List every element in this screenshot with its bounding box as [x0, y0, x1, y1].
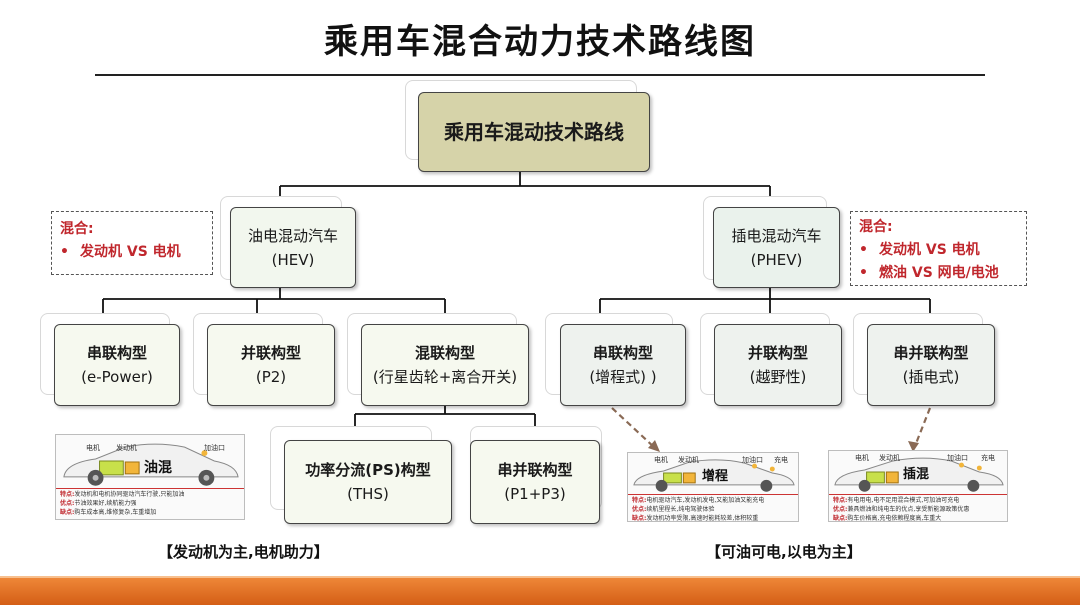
- erev-illustration-card: 电机 发动机 加油口 充电 增程 特点:电机驱动汽车,发动机发电,又能加油又能充…: [627, 452, 799, 522]
- card-label: 充电: [981, 454, 995, 462]
- desc-value: 购车价格高,充电依赖程度高,车重大: [847, 515, 942, 522]
- phev-series-node: 串联构型 (增程式) ): [560, 324, 686, 406]
- phev-parallel-name: 并联构型: [747, 344, 808, 362]
- bullet-icon: •: [859, 265, 868, 282]
- card-label: 加油口: [947, 454, 968, 462]
- page-title: 乘用车混合动力技术路线图: [324, 22, 756, 62]
- hev-abbr: (HEV): [271, 250, 315, 269]
- phev-mix-note: 混合: • 发动机 VS 电机 • 燃油 VS 网电/电池: [850, 211, 1027, 286]
- phev-series-name: 串联构型: [592, 344, 653, 362]
- hev-hybrid-node: 混联构型 (行星齿轮+离合开关): [361, 324, 529, 406]
- card-label: 电机: [855, 454, 869, 462]
- hev-note-item: 发动机 VS 电机: [80, 244, 181, 261]
- power-split-node: 功率分流(PS)构型 (THS): [284, 440, 452, 524]
- footer-band: [0, 576, 1080, 605]
- hev-parallel-name: 并联构型: [240, 344, 301, 362]
- series-parallel-detail: (P1+P3): [504, 485, 566, 503]
- hev-name: 油电混动汽车: [247, 226, 338, 245]
- phev-caption: 【可油可电,以电为主】: [706, 543, 862, 561]
- card-label: 加油口: [742, 456, 763, 464]
- hev-note-heading: 混合:: [60, 221, 94, 237]
- hev-parallel-detail: (P2): [255, 368, 287, 386]
- bullet-icon: •: [60, 244, 69, 261]
- phev-note-item-1: 发动机 VS 电机: [879, 242, 980, 259]
- phev-series-parallel-detail: (插电式): [902, 368, 960, 386]
- hev-mix-note: 混合: • 发动机 VS 电机: [51, 211, 213, 275]
- desc-value: 发动机和电机协同驱动汽车行驶,只能加油: [74, 491, 185, 498]
- desc-value: 续航里程长,纯电驾驶体验: [646, 506, 715, 513]
- card-title: 增程: [702, 469, 729, 484]
- card-label: 发动机: [879, 454, 900, 462]
- phev-series-parallel-node: 串并联构型 (插电式): [867, 324, 995, 406]
- card-title: 插混: [903, 467, 930, 482]
- desc-value: 发动机功率受限,高速时能耗较差,体积较重: [646, 515, 759, 522]
- phev-abbr: (PHEV): [750, 250, 803, 269]
- hev-series-detail: (e-Power): [81, 368, 153, 386]
- hev-hybrid-name: 混联构型: [414, 344, 475, 362]
- card-label: 发动机: [116, 444, 137, 452]
- phev-node: 插电混动汽车 (PHEV): [713, 207, 840, 288]
- power-split-name: 功率分流(PS)构型: [305, 461, 431, 479]
- card-description: 特点:电机驱动汽车,发动机发电,又能加油又能充电 优点:续航里程长,纯电驾驶体验…: [628, 494, 798, 522]
- desc-key: 缺点:: [632, 515, 647, 522]
- phev-series-parallel-name: 串并联构型: [893, 344, 969, 362]
- phev-parallel-node: 并联构型 (越野性): [714, 324, 842, 406]
- desc-key: 优点:: [60, 500, 75, 507]
- title-divider: [95, 74, 985, 76]
- root-node: 乘用车混动技术路线: [418, 92, 650, 172]
- desc-key: 缺点:: [60, 509, 75, 516]
- card-label: 发动机: [678, 456, 699, 464]
- card-label: 充电: [774, 456, 788, 464]
- phev-name: 插电混动汽车: [731, 226, 822, 245]
- desc-key: 优点:: [632, 506, 647, 513]
- card-label: 加油口: [204, 444, 225, 452]
- desc-value: 兼具燃油和纯电车的优点,享受新能源政策优惠: [847, 506, 970, 513]
- power-split-detail: (THS): [347, 485, 389, 503]
- hev-illustration-card: 电机 发动机 加油口 油混 特点:发动机和电机协同驱动汽车行驶,只能加油 优点:…: [55, 434, 245, 520]
- footer-band-highlight: [0, 576, 1080, 578]
- phev-illustration-card: 电机 发动机 加油口 充电 插混 特点:有电用电,电不足用混合模式,可加油可充电…: [828, 450, 1008, 522]
- desc-value: 购车成本高,维修复杂,车重增加: [74, 509, 157, 516]
- desc-value: 节油效果好,续航能力强: [74, 500, 137, 507]
- desc-value: 有电用电,电不足用混合模式,可加油可充电: [847, 497, 960, 504]
- desc-key: 特点:: [833, 497, 848, 504]
- card-description: 特点:有电用电,电不足用混合模式,可加油可充电 优点:兼具燃油和纯电车的优点,享…: [829, 494, 1007, 522]
- hev-hybrid-detail: (行星齿轮+离合开关): [372, 368, 518, 386]
- desc-key: 特点:: [60, 491, 75, 498]
- car-cutaway-illustration: [834, 457, 1004, 492]
- phev-parallel-detail: (越野性): [749, 368, 807, 386]
- hev-node: 油电混动汽车 (HEV): [230, 207, 356, 288]
- desc-value: 电机驱动汽车,发动机发电,又能加油又能充电: [646, 497, 765, 504]
- car-cutaway-illustration: [633, 459, 795, 492]
- desc-key: 缺点:: [833, 515, 848, 522]
- card-title: 油混: [144, 460, 172, 476]
- desc-key: 特点:: [632, 497, 647, 504]
- hev-series-node: 串联构型 (e-Power): [54, 324, 180, 406]
- car-cutaway-illustration: [63, 443, 239, 486]
- hev-caption: 【发动机为主,电机助力】: [158, 543, 329, 561]
- phev-note-item-2: 燃油 VS 网电/电池: [879, 265, 999, 282]
- series-parallel-node: 串并联构型 (P1+P3): [470, 440, 600, 524]
- bullet-icon: •: [859, 242, 868, 259]
- hev-series-name: 串联构型: [86, 344, 147, 362]
- card-label: 电机: [654, 456, 668, 464]
- hev-parallel-node: 并联构型 (P2): [207, 324, 335, 406]
- card-description: 特点:发动机和电机协同驱动汽车行驶,只能加油 优点:节油效果好,续航能力强 缺点…: [56, 488, 244, 518]
- phev-series-detail: (增程式) ): [589, 368, 657, 386]
- desc-key: 优点:: [833, 506, 848, 513]
- card-label: 电机: [86, 444, 100, 452]
- phev-note-heading: 混合:: [859, 219, 893, 235]
- root-label: 乘用车混动技术路线: [444, 120, 624, 144]
- series-parallel-name: 串并联构型: [497, 461, 573, 479]
